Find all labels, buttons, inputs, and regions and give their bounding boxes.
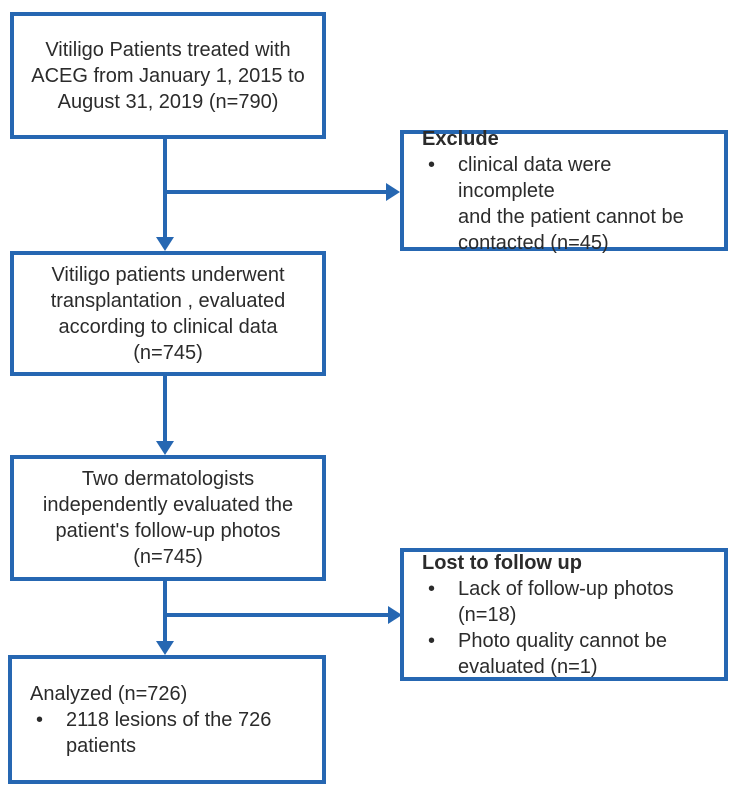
lost-bullet-item: • Photo quality cannot be evaluated (n=1…: [422, 628, 712, 680]
dermatologists-text: Two dermatologists independently evaluat…: [42, 468, 294, 568]
initial-cohort-text: Vitiligo Patients treated with ACEG from…: [31, 38, 305, 113]
flow-box-initial-cohort: Vitiligo Patients treated with ACEG from…: [10, 12, 326, 139]
analyzed-title: Analyzed (n=726): [30, 682, 188, 705]
connector-branch-exclude-line: [165, 190, 387, 194]
arrowhead-to-dermatologists: [156, 441, 174, 455]
connector-dermatologists-down-line: [163, 581, 167, 642]
flow-box-lost-to-follow-up: Lost to follow up • Lack of follow-up ph…: [400, 548, 728, 681]
arrowhead-to-exclude: [386, 183, 400, 201]
flow-box-exclude: Exclude • clinical data were incomplete …: [400, 128, 728, 254]
connector-branch-lost-line: [165, 613, 389, 617]
analyzed-bullet-text: 2118 lesions of the 726 patients: [66, 708, 272, 757]
arrowhead-to-lost: [388, 606, 402, 624]
analyzed-bullet-item: • 2118 lesions of the 726 patients: [30, 707, 310, 759]
flow-box-dermatologists: Two dermatologists independently evaluat…: [10, 455, 326, 581]
arrowhead-to-transplantation: [156, 237, 174, 251]
arrowhead-to-analyzed: [156, 641, 174, 655]
bullet-icon: •: [428, 153, 436, 176]
exclude-bullet-item: • clinical data were incomplete and the …: [422, 152, 712, 256]
bullet-icon: •: [428, 577, 436, 600]
bullet-icon: •: [36, 708, 44, 731]
lost-bullet-text-1: Lack of follow-up photos (n=18): [458, 577, 674, 626]
exclude-bullet-text: clinical data were incomplete and the pa…: [458, 153, 684, 254]
flow-box-analyzed: Analyzed (n=726) • 2118 lesions of the 7…: [8, 655, 326, 784]
lost-bullet-text-2: Photo quality cannot be evaluated (n=1): [458, 629, 668, 678]
connector-transplantation-down-line: [163, 376, 167, 442]
connector-initial-down-line: [163, 139, 167, 238]
lost-bullet-item: • Lack of follow-up photos (n=18): [422, 576, 712, 628]
flow-box-transplantation: Vitiligo patients underwent transplantat…: [10, 251, 326, 376]
lost-title: Lost to follow up: [422, 551, 582, 574]
bullet-icon: •: [428, 629, 436, 652]
exclude-title: Exclude: [422, 127, 499, 150]
transplantation-text: Vitiligo patients underwent transplantat…: [50, 263, 286, 364]
